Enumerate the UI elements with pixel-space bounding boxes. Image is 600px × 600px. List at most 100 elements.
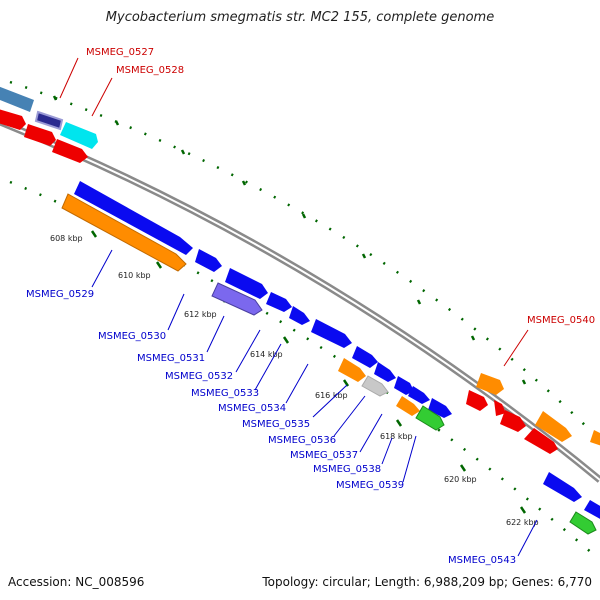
gene-arrow-red[interactable] [466, 390, 488, 411]
gene-label-msmeg-0531[interactable]: MSMEG_0531 [137, 353, 205, 364]
outer-tick [416, 299, 422, 305]
ruler-tick-618 [395, 419, 403, 427]
callout-line-0543 [517, 519, 538, 557]
gene-arrow-orange[interactable] [535, 411, 572, 442]
ruler-label: 612 kbp [184, 310, 217, 319]
outer-tick [470, 335, 476, 341]
gene-arrow-blue[interactable] [408, 386, 430, 404]
gene-arrow-red[interactable] [0, 108, 26, 130]
outer-dotted-track [9, 80, 600, 441]
gene-arrow-blue[interactable] [225, 268, 268, 299]
gene-arrow-steel[interactable] [0, 85, 34, 112]
accession-text: Accession: NC_008596 [8, 575, 145, 589]
callout-line-0530 [167, 293, 185, 331]
genome-summary-text: Topology: circular; Length: 6,988,209 bp… [262, 575, 592, 589]
gene-arrow-green[interactable] [569, 511, 597, 535]
gene-label-msmeg-0532[interactable]: MSMEG_0532 [165, 371, 233, 382]
gene-arrow-orange[interactable] [476, 373, 504, 395]
outer-tick [180, 149, 186, 155]
gene-label-msmeg-0529[interactable]: MSMEG_0529 [26, 289, 94, 300]
ruler-label: 620 kbp [444, 475, 477, 484]
gene-arrow-orange[interactable] [396, 396, 420, 416]
ruler-ticks [52, 95, 527, 514]
gene-arrow-green[interactable] [415, 405, 445, 431]
gene-label-msmeg-0535[interactable]: MSMEG_0535 [242, 419, 310, 430]
ruler-label: 618 kbp [380, 432, 413, 441]
callout-line-0531 [206, 315, 225, 353]
gene-arrow-blue[interactable] [289, 306, 310, 325]
callout-line-0528 [91, 77, 113, 117]
gene-arrow-red[interactable] [524, 428, 558, 454]
gene-arrow-blue[interactable] [311, 319, 352, 348]
outer-tick [114, 120, 120, 126]
ruler-label: 622 kbp [506, 518, 539, 527]
gene-arrow-blue[interactable] [352, 346, 378, 368]
gene-arrow-dark-purple[interactable] [34, 110, 64, 131]
ruler-label: 610 kbp [118, 271, 151, 280]
callout-line-0532 [235, 329, 261, 373]
gene-arrow-blue[interactable] [266, 292, 292, 312]
callout-line-0539 [402, 435, 417, 483]
gene-label-msmeg-0534[interactable]: MSMEG_0534 [218, 403, 286, 414]
callout-line-0533 [254, 343, 282, 391]
gene-labels: MSMEG_0527 MSMEG_0528 MSMEG_0529 MSMEG_0… [26, 47, 595, 566]
ruler-tick-614 [282, 336, 290, 344]
gene-label-msmeg-0528[interactable]: MSMEG_0528 [116, 65, 184, 76]
map-title: Mycobacterium smegmatis str. MC2 155, co… [105, 10, 495, 25]
ruler-tick-622 [519, 506, 527, 514]
outer-tick [521, 379, 527, 385]
ruler-label: 608 kbp [50, 234, 83, 243]
gene-arrow-gray[interactable] [361, 375, 389, 397]
callout-line-0538 [381, 437, 393, 465]
outer-tick [52, 95, 58, 101]
gene-label-msmeg-0530[interactable]: MSMEG_0530 [98, 331, 166, 342]
callout-line-0540 [503, 329, 529, 367]
gene-label-msmeg-0536[interactable]: MSMEG_0536 [268, 435, 336, 446]
ruler-label: 614 kbp [250, 350, 283, 359]
gene-label-msmeg-0537[interactable]: MSMEG_0537 [290, 450, 358, 461]
backbone-inner [0, 120, 600, 481]
callout-line-0534 [285, 363, 309, 404]
gene-arrow-red[interactable] [24, 124, 56, 146]
ruler-labels: 608 kbp 610 kbp 612 kbp 614 kbp 616 kbp … [50, 234, 539, 527]
gene-arrow-orange[interactable] [590, 430, 600, 446]
gene-arrow-cyan[interactable] [60, 122, 98, 149]
outer-tick [301, 213, 307, 219]
gene-arrow-purple[interactable] [211, 282, 263, 316]
gene-label-msmeg-0527[interactable]: MSMEG_0527 [86, 47, 154, 58]
ruler-label: 616 kbp [315, 391, 348, 400]
gene-arrow-blue[interactable] [74, 181, 193, 255]
dotted-tracks [9, 80, 600, 561]
callout-line-0535 [312, 384, 348, 418]
gene-arrow-orange[interactable] [338, 358, 366, 382]
ruler-tick-608 [90, 230, 98, 238]
reverse-strand-genes [61, 181, 600, 535]
callout-line-0527 [59, 57, 79, 99]
callout-line-0537 [359, 413, 383, 453]
gene-label-msmeg-0533[interactable]: MSMEG_0533 [191, 388, 259, 399]
gene-arrow-orange[interactable] [61, 193, 187, 272]
inner-dotted-track [9, 180, 600, 561]
gene-label-msmeg-0540[interactable]: MSMEG_0540 [527, 315, 595, 326]
callout-line-0529 [91, 249, 113, 288]
callout-line-0536 [333, 395, 366, 437]
callout-lines [59, 57, 538, 557]
gene-arrow-blue[interactable] [543, 472, 582, 502]
ruler-tick-620 [459, 464, 467, 472]
ruler-tick-616 [342, 379, 350, 387]
gene-arrow-blue[interactable] [374, 362, 396, 382]
gene-arrow-red[interactable] [494, 400, 506, 416]
gene-label-msmeg-0543[interactable]: MSMEG_0543 [448, 555, 516, 566]
forward-strand-genes [0, 85, 600, 454]
gene-label-msmeg-0538[interactable]: MSMEG_0538 [313, 464, 381, 475]
gene-arrow-red[interactable] [500, 410, 526, 432]
gene-arrow-blue[interactable] [195, 249, 222, 272]
outer-tick [361, 253, 367, 259]
ruler-tick-610 [155, 261, 163, 269]
gene-label-msmeg-0539[interactable]: MSMEG_0539 [336, 480, 404, 491]
gene-arrow-blue[interactable] [394, 376, 414, 395]
gene-arrow-red[interactable] [52, 139, 88, 163]
gene-arrow-blue[interactable] [584, 500, 600, 520]
